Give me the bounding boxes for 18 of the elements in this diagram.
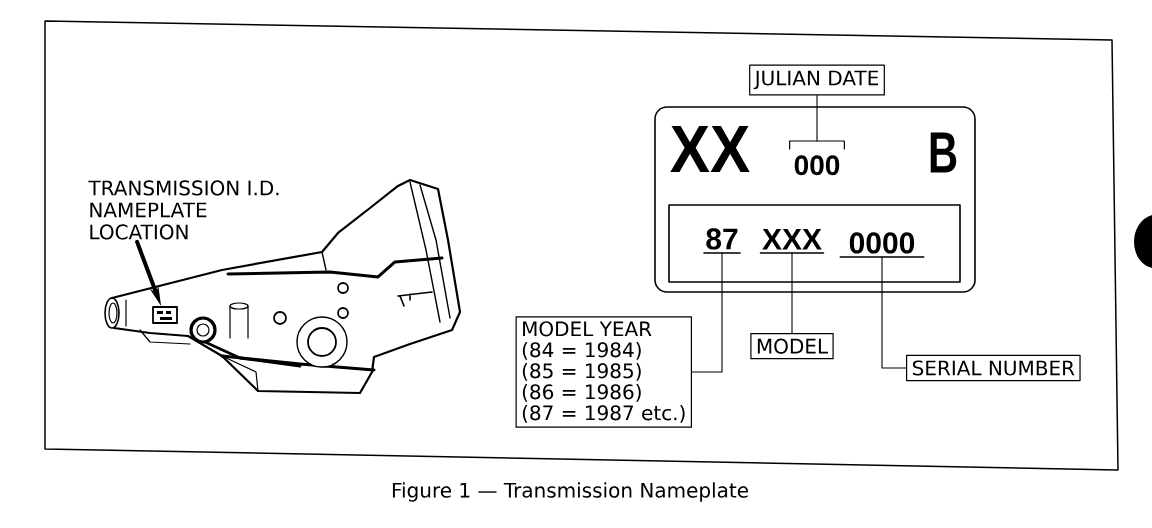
plate-code: 87 xyxy=(706,228,738,250)
leader-line xyxy=(816,94,818,142)
plate-code: B xyxy=(930,132,957,173)
leader-line xyxy=(791,252,793,334)
leader-line xyxy=(691,252,723,373)
leader-line xyxy=(881,256,907,369)
label-box: JULIAN DATE xyxy=(749,64,885,96)
label-box: SERIAL NUMBER xyxy=(906,354,1081,382)
label-box: MODEL xyxy=(750,333,834,360)
callout-text: TRANSMISSION I.D. NAMEPLATE LOCATION xyxy=(88,180,279,240)
plate-code: 0000 xyxy=(849,232,915,254)
plate-code: XXX xyxy=(762,228,822,250)
plate-code: XX xyxy=(670,125,750,173)
plate-code: 000 xyxy=(794,155,840,176)
code-box xyxy=(668,204,961,283)
figure-caption: Figure 1 — Transmission Nameplate xyxy=(392,482,748,502)
label-box: MODEL YEAR (84 = 1984) (85 = 1985) (86 = 1986) (87 = 1987 etc.) xyxy=(515,316,692,428)
small-plate xyxy=(152,306,178,324)
